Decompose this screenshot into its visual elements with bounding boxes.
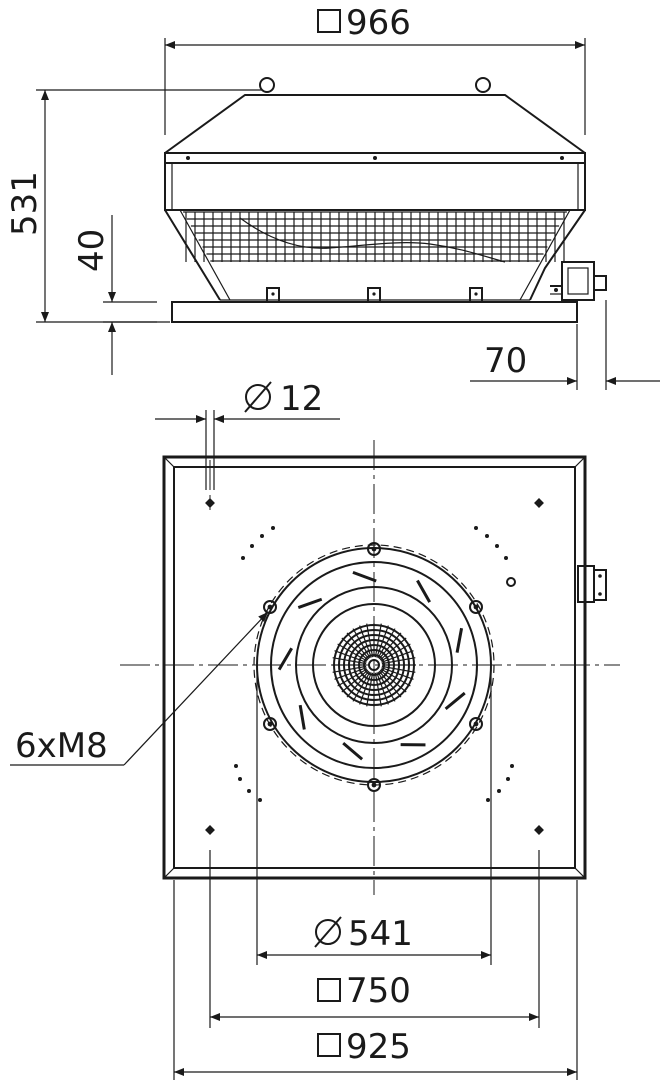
dimension-12: 12 (155, 379, 340, 490)
lifting-eye-left (259, 77, 275, 93)
dim-966-label: 966 (346, 3, 411, 43)
label-6xM8: 6xM8 (10, 611, 269, 766)
top-view (120, 440, 620, 895)
thread-label: 6xM8 (15, 726, 108, 766)
dim-750-label: 750 (346, 971, 411, 1011)
rivet-dots (234, 526, 514, 802)
dim-40-label: 40 (72, 229, 112, 272)
dim-70-label: 70 (484, 341, 527, 381)
diameter-symbol (314, 916, 342, 948)
dim-925-label: 925 (346, 1027, 411, 1067)
diameter-symbol (244, 381, 272, 413)
dim-541-label: 541 (348, 914, 413, 954)
mounting-bolts (263, 542, 483, 792)
terminal-box-side (550, 261, 607, 301)
dimension-966: 966 (164, 3, 586, 135)
side-view (164, 77, 607, 323)
lifting-eye-right (475, 77, 491, 93)
dimension-40: 40 (72, 215, 157, 375)
dim-531-label: 531 (5, 171, 45, 236)
square-symbol (317, 1033, 341, 1057)
side-grille (183, 211, 567, 262)
fixing-holes (205, 460, 544, 835)
motor-grille (332, 623, 416, 707)
terminal-box-top (577, 565, 607, 603)
square-symbol (317, 978, 341, 1002)
dimension-750: 750 (209, 850, 540, 1028)
dimension-70: 70 (470, 300, 660, 390)
dimension-925: 925 (173, 880, 578, 1080)
impeller-blades (277, 570, 466, 761)
square-symbol (317, 9, 341, 33)
dimension-541: 541 (256, 668, 492, 965)
dim-12-label: 12 (280, 379, 323, 419)
